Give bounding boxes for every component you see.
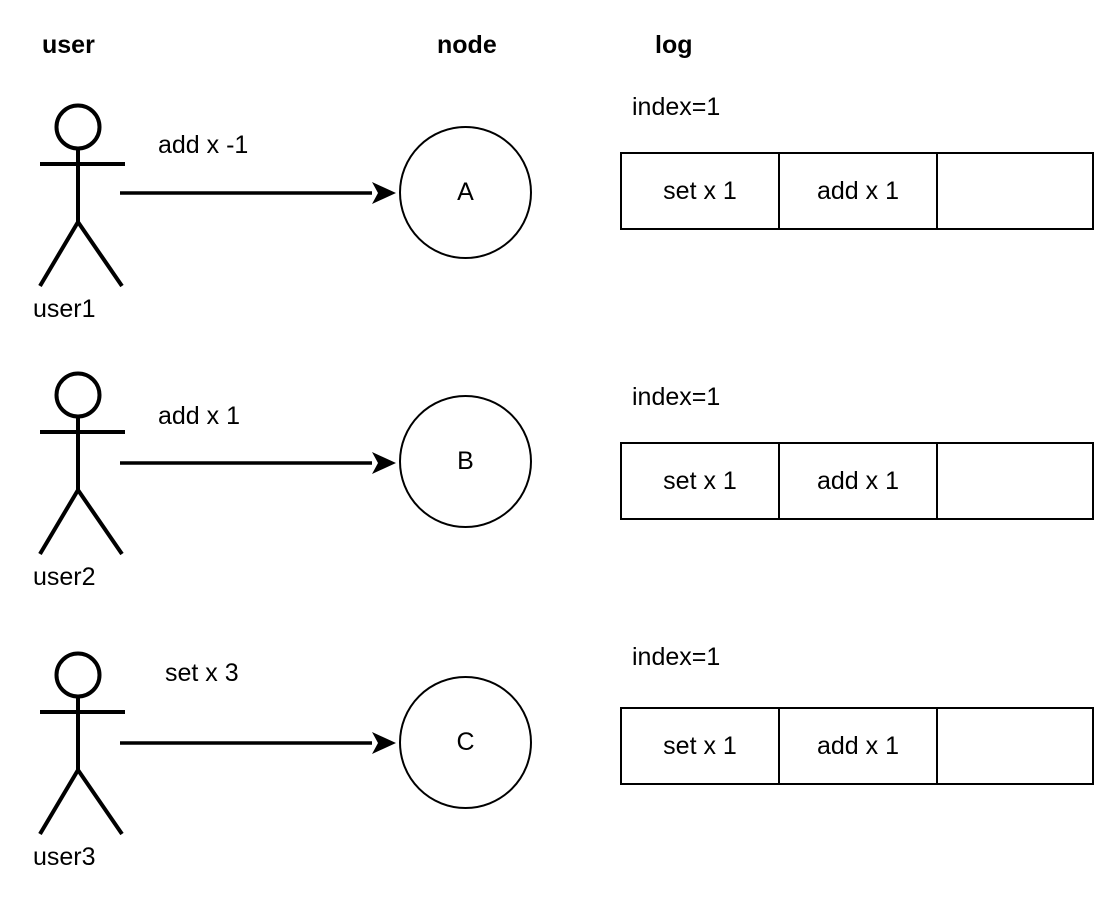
node-label: B	[457, 447, 474, 475]
log-cell	[938, 154, 1092, 228]
log-cell: add x 1	[780, 709, 938, 783]
stick-figure-icon	[30, 100, 170, 300]
column-header-user: user	[42, 31, 95, 59]
log-cell	[938, 444, 1092, 518]
log-table: set x 1 add x 1	[620, 707, 1094, 785]
log-table: set x 1 add x 1	[620, 152, 1094, 230]
log-index-label: index=1	[632, 643, 721, 671]
actor-label: user2	[33, 563, 96, 591]
log-table: set x 1 add x 1	[620, 442, 1094, 520]
node-label: C	[456, 728, 475, 756]
arrow-label: add x -1	[158, 131, 249, 159]
actor-label: user3	[33, 843, 96, 871]
arrow-right-icon	[120, 728, 400, 758]
log-cell: add x 1	[780, 444, 938, 518]
node-circle: B	[399, 395, 532, 528]
actor-label: user1	[33, 295, 96, 323]
node-label: A	[457, 178, 474, 206]
log-cell	[938, 709, 1092, 783]
stick-figure-icon	[30, 368, 170, 568]
column-header-log: log	[655, 31, 693, 59]
log-cell: add x 1	[780, 154, 938, 228]
log-index-label: index=1	[632, 93, 721, 121]
column-header-node: node	[437, 31, 497, 59]
node-circle: A	[399, 126, 532, 259]
node-circle: C	[399, 676, 532, 809]
arrow-label: set x 3	[165, 659, 239, 687]
log-cell: set x 1	[622, 154, 780, 228]
log-cell: set x 1	[622, 444, 780, 518]
arrow-label: add x 1	[158, 402, 241, 430]
stick-figure-icon	[30, 648, 170, 848]
arrow-right-icon	[120, 448, 400, 478]
log-index-label: index=1	[632, 383, 721, 411]
arrow-right-icon	[120, 178, 400, 208]
log-cell: set x 1	[622, 709, 780, 783]
